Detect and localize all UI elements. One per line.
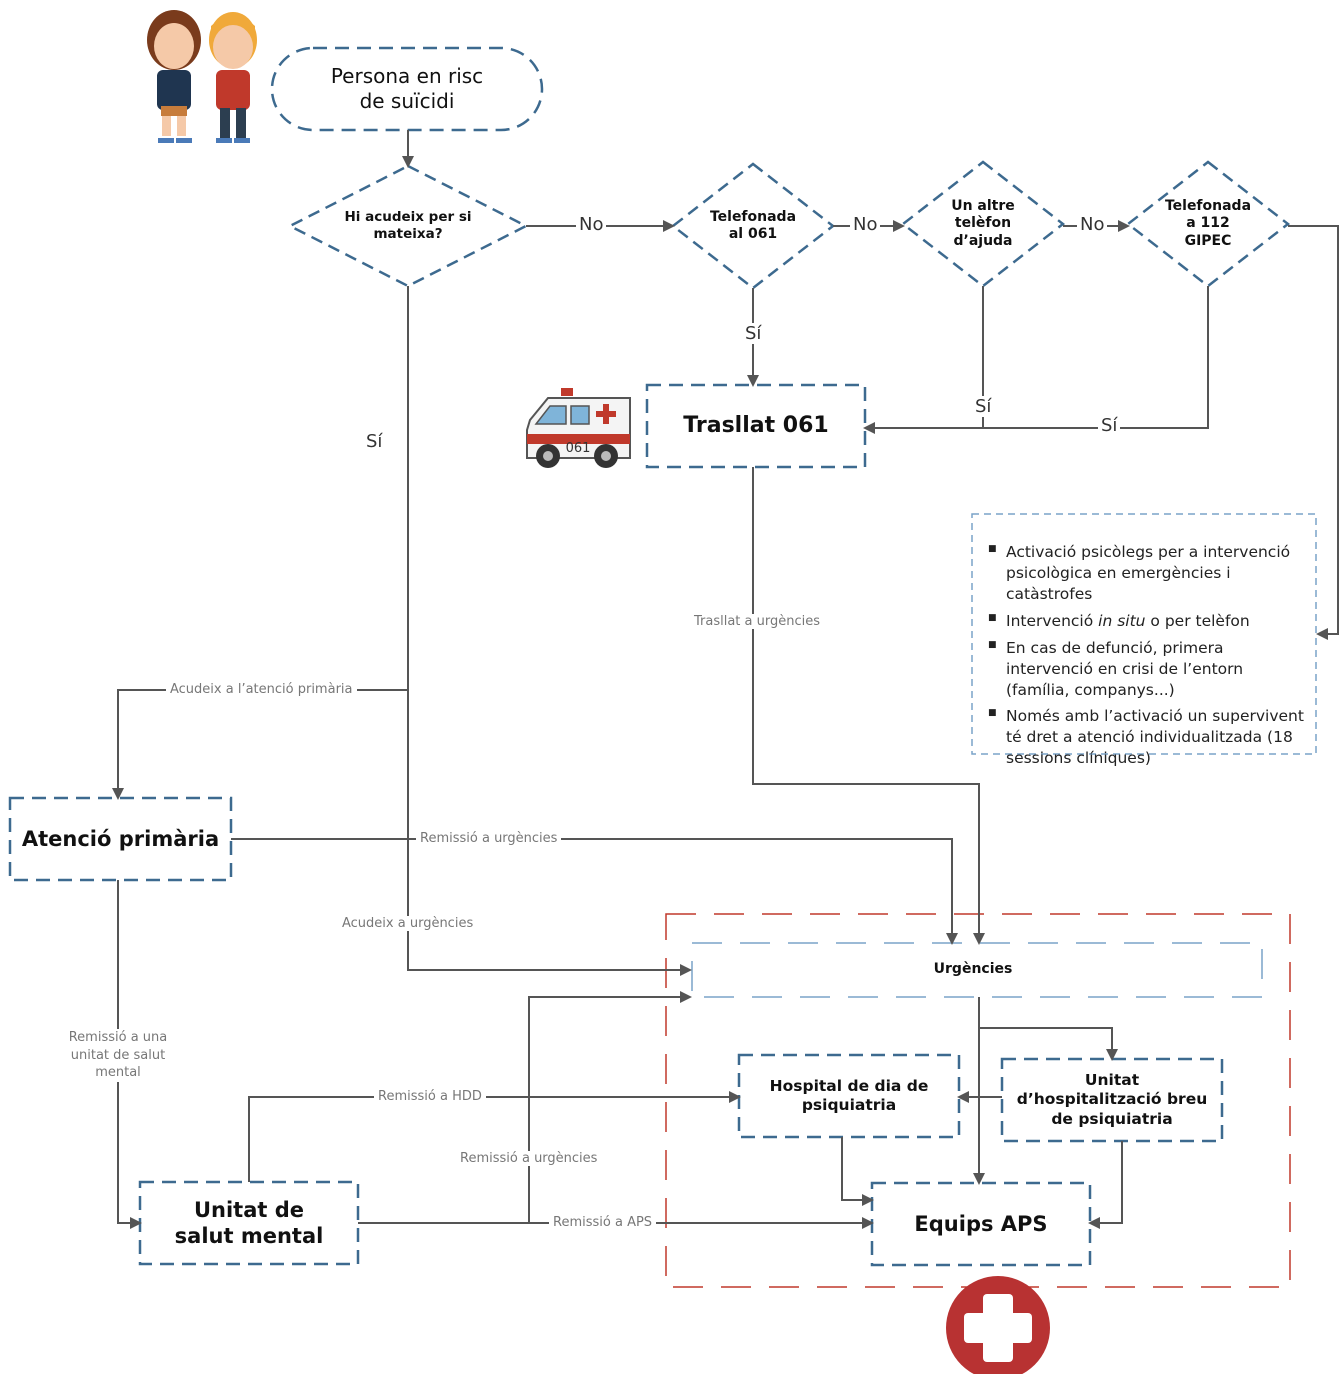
edge-label-remissio-urg-usm: Remissió a urgències bbox=[456, 1151, 602, 1166]
edge-label-no1: No bbox=[576, 214, 607, 235]
urgencies-node: Urgències bbox=[933, 961, 1013, 978]
decision-061: Telefonada al 061 bbox=[709, 208, 797, 243]
start-node: Persona en risc de suïcidi bbox=[330, 64, 484, 113]
info-list: Activació psicòlegs per a intervenció ps… bbox=[972, 542, 1316, 769]
info-item: Activació psicòlegs per a intervenció ps… bbox=[988, 542, 1316, 605]
usm-node: Unitat de salut mental bbox=[174, 1197, 324, 1248]
edge-trasllat-urg bbox=[752, 467, 985, 945]
decision-112-shape bbox=[1125, 160, 1291, 288]
aps-node: Equips APS bbox=[914, 1211, 1048, 1236]
edge-self-si bbox=[407, 286, 692, 976]
edge-label-acudeix-urg: Acudeix a urgències bbox=[338, 916, 478, 931]
edge-label-trasllat-urg: Trasllat a urgències bbox=[690, 614, 825, 629]
decision-112: Telefonada a 112 GIPEC bbox=[1164, 197, 1252, 249]
info-item-post: o per telèfon bbox=[1145, 611, 1250, 630]
edge-label-si-other: Sí bbox=[972, 396, 995, 417]
ambulance-number: 061 bbox=[566, 441, 591, 456]
info-item: Intervenció in situ o per telèfon bbox=[988, 611, 1316, 632]
info-item-em: in situ bbox=[1098, 611, 1146, 630]
decision-061-shape bbox=[670, 162, 836, 290]
edge-urg-uhb bbox=[979, 1027, 1118, 1061]
edge-label-si-061: Sí bbox=[742, 323, 765, 344]
uhb-node: Unitat d’hospitalització breu de psiquia… bbox=[1016, 1070, 1208, 1128]
info-item-pre: Intervenció bbox=[1006, 611, 1099, 630]
decision-other-shape bbox=[900, 160, 1066, 288]
decision-self: Hi acudeix per si mateixa? bbox=[344, 209, 472, 242]
edge-label-si-self: Sí bbox=[363, 431, 386, 452]
edge-label-remissio-hdd: Remissió a HDD bbox=[374, 1089, 486, 1104]
edge-label-no3: No bbox=[1077, 214, 1108, 235]
trasllat-node: Trasllat 061 bbox=[683, 413, 829, 439]
people-icon bbox=[147, 10, 257, 143]
edge-acudeix-ap bbox=[112, 689, 408, 800]
start-node-shape bbox=[270, 46, 544, 132]
edge-label-no2: No bbox=[850, 214, 881, 235]
ambulance-icon: 061 bbox=[526, 388, 631, 468]
info-box: Activació psicòlegs per a intervenció ps… bbox=[972, 514, 1316, 767]
edge-label-si-112: Sí bbox=[1098, 415, 1121, 436]
decision-other: Un altre telèfon d’ajuda bbox=[951, 197, 1015, 249]
hospital-cross-icon bbox=[946, 1276, 1050, 1374]
edge-label-remissio-usm: Remissió a una unitat de salut mental bbox=[44, 1029, 192, 1082]
info-item: Només amb l’activació un supervivent té … bbox=[988, 706, 1316, 769]
atencio-node: Atenció primària bbox=[21, 826, 220, 851]
decision-self-shape bbox=[287, 164, 529, 288]
trasllat-node-shape bbox=[645, 383, 867, 469]
edge-112-si bbox=[863, 286, 1209, 434]
edge-112-info bbox=[1288, 225, 1339, 640]
edge-uhb-aps bbox=[1088, 1141, 1123, 1229]
urgencies-region bbox=[691, 942, 1263, 998]
edge-hdd-aps bbox=[841, 1137, 874, 1206]
edge-label-acudeix-ap: Acudeix a l’atenció primària bbox=[166, 682, 357, 697]
info-item: En cas de defunció, primera intervenció … bbox=[988, 638, 1316, 701]
edge-label-remissio-urg-ap: Remissió a urgències bbox=[416, 831, 562, 846]
edge-ap-usm bbox=[117, 880, 142, 1229]
edge-usm-urg bbox=[528, 991, 692, 1223]
edge-label-remissio-aps: Remissió a APS bbox=[549, 1215, 657, 1230]
hdd-node: Hospital de dia de psiquiatria bbox=[769, 1076, 929, 1114]
edge-usm-hdd bbox=[248, 1091, 741, 1182]
